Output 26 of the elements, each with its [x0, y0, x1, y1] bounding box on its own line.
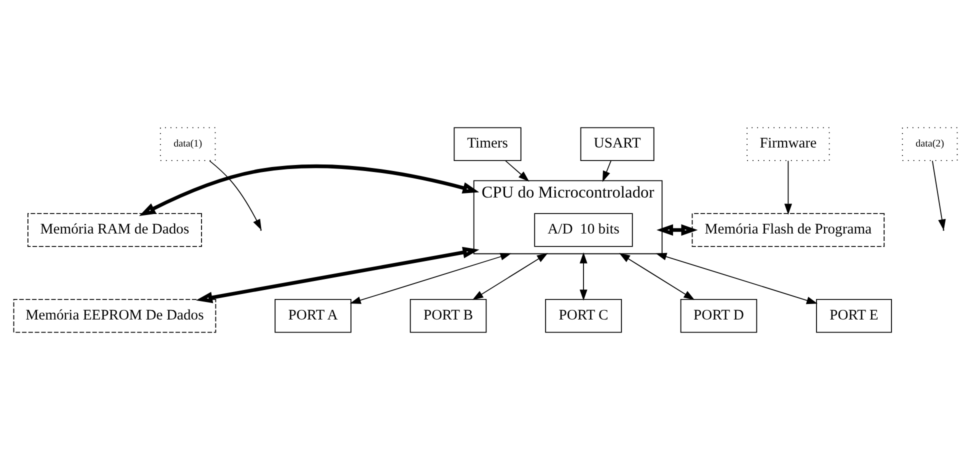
arrow: [209, 160, 262, 230]
node-box: PORT B: [410, 299, 487, 333]
arrow: [350, 252, 512, 304]
node-box: Timers: [454, 127, 522, 161]
node-box: Memória RAM de Dados: [27, 213, 202, 247]
node-box: USART: [580, 127, 654, 161]
arrow: [580, 252, 588, 301]
node-box: Memória Flash de Programa: [692, 213, 885, 247]
node-box: PORT C: [545, 299, 622, 333]
arrow: [196, 246, 480, 304]
node-box: A/D 10 bits: [534, 213, 633, 247]
arrow: [656, 224, 698, 236]
arrow: [505, 160, 530, 182]
node-box: Firmware: [746, 127, 830, 161]
node-box: PORT A: [274, 299, 352, 333]
node-box: PORT D: [680, 299, 758, 333]
arrow: [472, 253, 548, 300]
node-box: Memória EEPROM De Dados: [13, 299, 216, 333]
node-box: data(2): [902, 127, 958, 161]
node-box: PORT E: [816, 299, 892, 333]
arrow: [619, 253, 695, 300]
arrow: [139, 164, 480, 216]
node-box: data(1): [160, 127, 216, 161]
arrow: [656, 252, 818, 304]
arrow: [602, 160, 612, 182]
arrow: [784, 160, 792, 215]
